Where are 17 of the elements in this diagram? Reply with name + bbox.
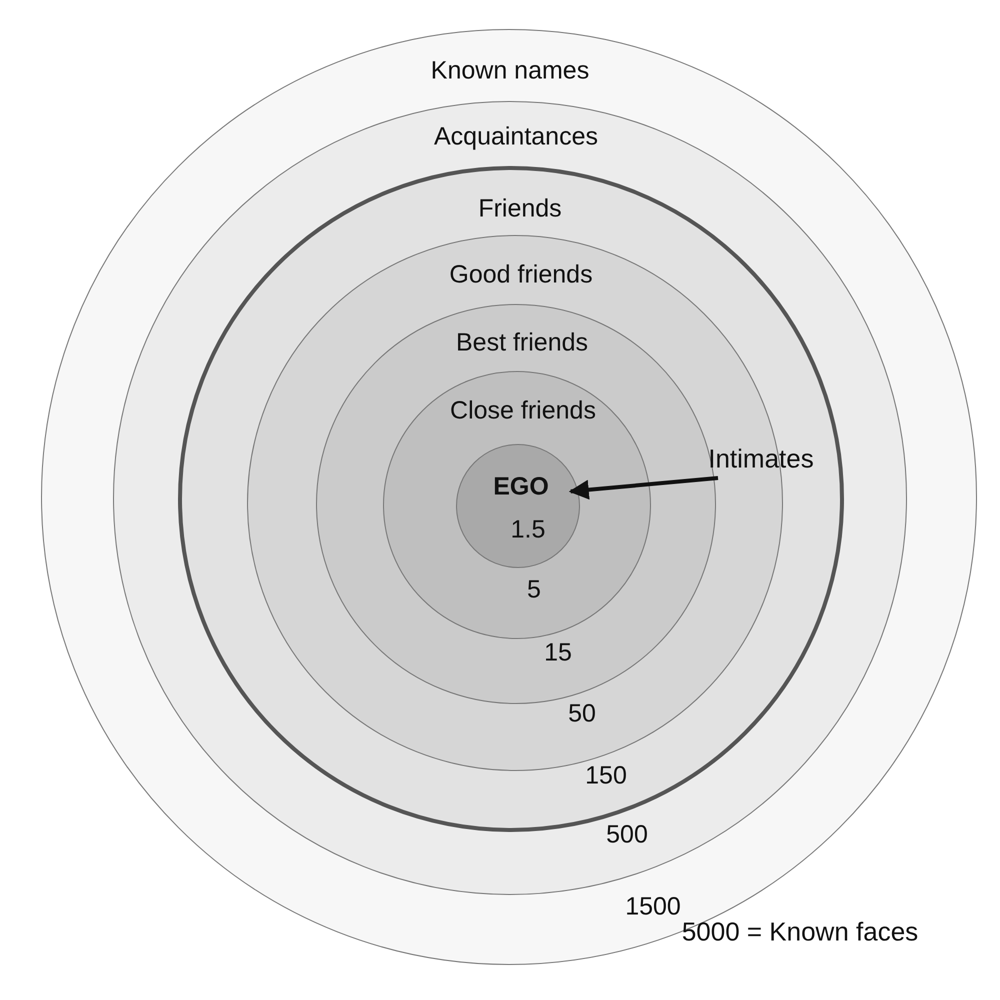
count-label: 5 (527, 576, 541, 604)
count-label: 50 (568, 700, 596, 728)
count-label: 500 (606, 820, 648, 850)
ring-label: Best friends (456, 328, 588, 358)
ring-label: Known names (430, 56, 590, 86)
ring-label: Close friends (450, 396, 596, 426)
count-label: 1500 (625, 892, 681, 922)
ring-label: Good friends (449, 260, 593, 290)
ring-label: Acquaintances (434, 122, 598, 152)
ring-label: Intimates (708, 444, 814, 474)
ring-label: EGO (493, 472, 549, 502)
arrow (568, 476, 718, 500)
ring-label: Friends (478, 194, 562, 224)
count-label: 150 (585, 762, 627, 790)
count-label: 1.5 (510, 516, 546, 544)
count-label: 15 (544, 638, 572, 668)
note-label: 5000 = Known faces (682, 916, 918, 948)
